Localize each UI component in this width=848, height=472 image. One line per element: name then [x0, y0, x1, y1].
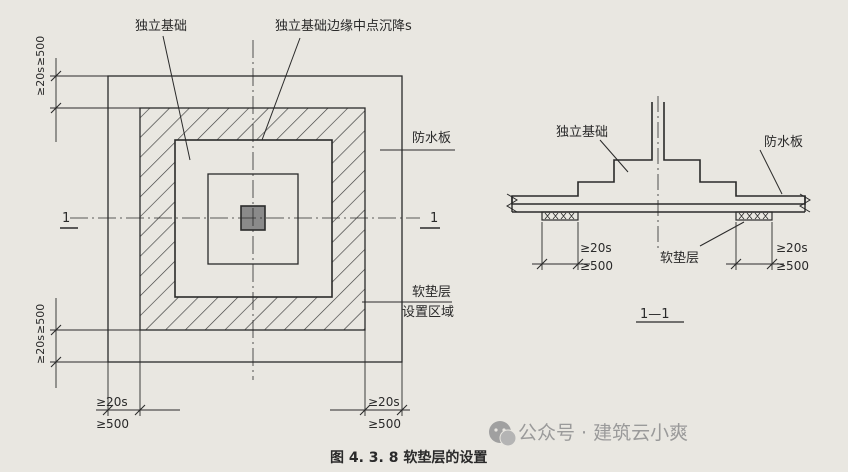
plan-label-waterproof: 防水板: [412, 130, 451, 146]
plan-view: [50, 35, 455, 416]
figure-caption: 图 4. 3. 8 软垫层的设置: [330, 449, 487, 466]
section-view: [506, 96, 811, 323]
watermark-text: 公众号 · 建筑云小爽: [518, 422, 688, 444]
section-label-waterproof: 防水板: [764, 134, 803, 150]
plan-dim-bottom-right-b: ≥500: [368, 417, 401, 431]
cushion-pad-right: [735, 211, 773, 221]
plan-dim-bottom-left-a: ≥20s: [96, 395, 128, 409]
section-label-footing: 独立基础: [556, 125, 608, 140]
plan-dim-bottom-right-a: ≥20s: [368, 395, 400, 409]
leader-edge-settle: [261, 37, 301, 141]
section-mark-right: 1: [430, 211, 438, 226]
section-mark-left: 1: [62, 211, 70, 226]
plan-dim-left-a: ≥20s: [34, 335, 47, 364]
waterproof-plate-outline: [107, 75, 403, 363]
section-dim-right-b: ≥500: [776, 259, 809, 273]
plan-dim-top-b: ≥500: [34, 36, 47, 66]
plan-dim-bottom-left-b: ≥500: [96, 417, 129, 431]
section-title: 1—1: [640, 307, 670, 322]
section-dim-left-b: ≥500: [580, 259, 613, 273]
plan-label-footing: 独立基础: [135, 19, 187, 34]
section-label-cushion: 软垫层: [660, 250, 699, 266]
section-dim-left-a: ≥20s: [580, 241, 612, 255]
footing-profile: [511, 102, 806, 205]
plan-label-cushion-2: 设置区域: [402, 305, 454, 320]
plan-dim-top-a: ≥20s: [34, 67, 47, 96]
plan-dim-left-b: ≥500: [34, 304, 47, 334]
plan-label-edge-settle: 独立基础边缘中点沉降s: [275, 19, 412, 34]
cushion-pad-left: [541, 211, 579, 221]
watermark: 公众号 · 建筑云小爽: [489, 421, 688, 447]
plan-label-cushion-1: 软垫层: [412, 284, 451, 300]
section-dim-right-a: ≥20s: [776, 241, 808, 255]
leader-footing: [162, 35, 191, 161]
